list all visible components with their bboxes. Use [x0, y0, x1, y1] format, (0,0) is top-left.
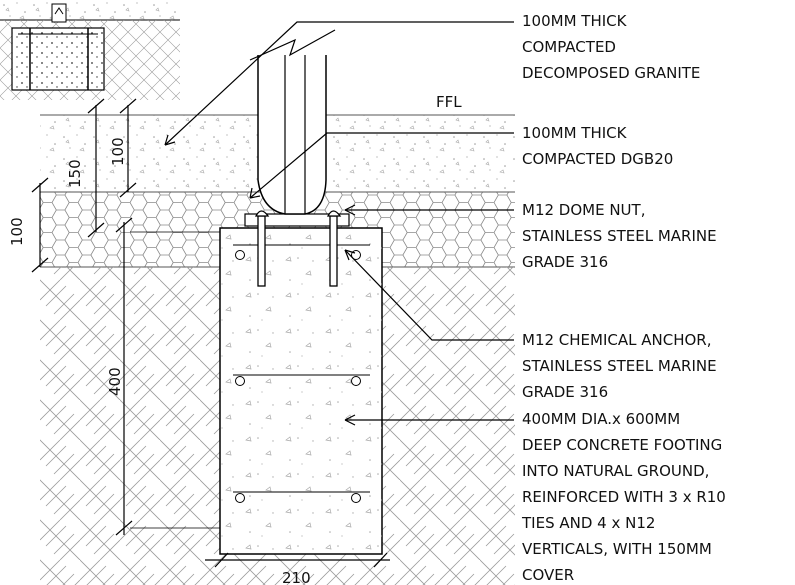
svg-text:STAINLESS STEEL MARINE: STAINLESS STEEL MARINE: [522, 357, 717, 375]
post: [249, 29, 336, 215]
dimension-labels: 100 150 100 400 210: [8, 137, 311, 585]
note-dome-nut: M12 DOME NUT, STAINLESS STEEL MARINE GRA…: [522, 201, 717, 271]
dim-150: 150: [66, 159, 84, 188]
svg-text:DEEP CONCRETE FOOTING: DEEP CONCRETE FOOTING: [522, 436, 722, 454]
ffl-label: FFL: [436, 93, 462, 111]
chemical-anchor-right: [326, 210, 342, 287]
note-chemical-anchor: M12 CHEMICAL ANCHOR, STAINLESS STEEL MAR…: [522, 331, 717, 401]
dim-100-top: 100: [109, 137, 127, 166]
svg-text:M12 DOME NUT,: M12 DOME NUT,: [522, 201, 645, 219]
dim-400: 400: [106, 367, 124, 396]
svg-text:COMPACTED DGB20: COMPACTED DGB20: [522, 150, 673, 168]
chemical-anchor-left: [254, 210, 270, 287]
svg-text:M12 CHEMICAL ANCHOR,: M12 CHEMICAL ANCHOR,: [522, 331, 712, 349]
svg-text:GRADE 316: GRADE 316: [522, 253, 608, 271]
svg-text:100MM THICK: 100MM THICK: [522, 12, 628, 30]
svg-text:400MM DIA.x 600MM: 400MM DIA.x 600MM: [522, 410, 680, 428]
svg-text:TIES AND 4 x N12: TIES AND 4 x N12: [521, 514, 655, 532]
svg-text:100MM THICK: 100MM THICK: [522, 124, 628, 142]
dimension-lines: [31, 98, 390, 568]
concrete-footing: [219, 227, 383, 555]
note-granite: 100MM THICK COMPACTED DECOMPOSED GRANITE: [522, 12, 700, 82]
dim-210: 210: [282, 569, 311, 585]
leader-lines: [164, 21, 514, 426]
key-plan-thumbnail: [0, 0, 180, 100]
note-dgb20: 100MM THICK COMPACTED DGB20: [522, 124, 673, 168]
svg-text:REINFORCED WITH 3 x R10: REINFORCED WITH 3 x R10: [522, 488, 726, 506]
note-footing: 400MM DIA.x 600MM DEEP CONCRETE FOOTING …: [521, 410, 726, 584]
svg-text:VERTICALS, WITH 150MM: VERTICALS, WITH 150MM: [522, 540, 712, 558]
svg-text:GRADE 316: GRADE 316: [522, 383, 608, 401]
svg-text:STAINLESS STEEL MARINE: STAINLESS STEEL MARINE: [522, 227, 717, 245]
svg-text:COVER: COVER: [522, 566, 574, 584]
dim-100-left: 100: [8, 217, 26, 246]
svg-text:COMPACTED: COMPACTED: [522, 38, 616, 56]
svg-text:INTO NATURAL GROUND,: INTO NATURAL GROUND,: [522, 462, 709, 480]
svg-text:DECOMPOSED GRANITE: DECOMPOSED GRANITE: [522, 64, 700, 82]
